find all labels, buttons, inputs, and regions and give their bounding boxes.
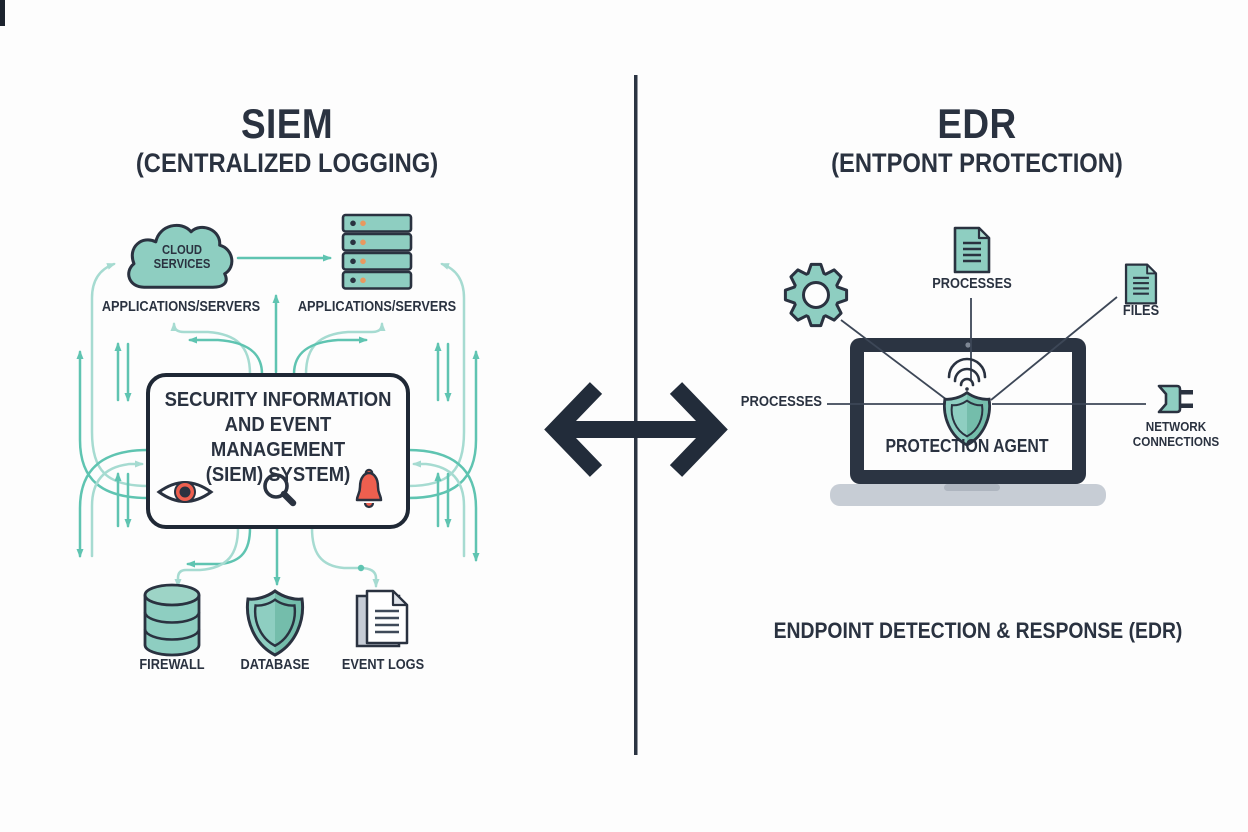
double-arrow-icon [544, 382, 728, 477]
document-icon [1124, 263, 1158, 305]
edr-title: EDR [937, 100, 1017, 147]
siem-box-line4: (SIEM) SYSTEM) [205, 463, 351, 486]
network-label-line1: NETWORK [1145, 419, 1207, 434]
edr-footer-text: ENDPOINT DETECTION & RESPONSE (EDR) [773, 618, 1183, 643]
siem-title: SIEM [240, 100, 334, 147]
document-icon [953, 226, 991, 274]
network-connections-label: NETWORK CONNECTIONS [1133, 419, 1219, 450]
gear-icon [783, 262, 849, 328]
plug-icon [1157, 384, 1193, 414]
siem-system-box [146, 373, 410, 529]
processes-left-label: PROCESSES [740, 394, 822, 410]
magnifier-icon [263, 473, 297, 507]
apps-servers-left-label: APPLICATIONS/SERVERS [101, 299, 261, 315]
siem-box-line2: AND EVENT [224, 413, 332, 436]
wifi-icon [947, 357, 987, 391]
eye-icon [156, 481, 214, 503]
cloud-label-line2: SERVICES [153, 257, 211, 272]
shield-icon [943, 390, 991, 447]
firewall-label: FIREWALL [139, 657, 205, 673]
bell-icon [355, 468, 383, 509]
cloud-label-line1: CLOUD [161, 243, 202, 257]
edr-subtitle: (ENTPONT PROTECTION) [831, 148, 1123, 178]
scan-artifact [0, 0, 5, 26]
siem-flow-arrows [76, 254, 480, 588]
edr-connector-lines [827, 296, 1146, 405]
files-label: FILES [1122, 303, 1160, 319]
database-label: DATABASE [240, 657, 310, 673]
cloud-icon [127, 223, 234, 289]
cloud-services-label: CLOUD SERVICES [154, 243, 211, 272]
event-logs-label: EVENT LOGS [341, 657, 425, 673]
siem-box-text: SECURITY INFORMATION AND EVENT MANAGEMEN… [165, 387, 392, 487]
siem-box-line1: SECURITY INFORMATION [164, 388, 392, 411]
webcam-dot [965, 342, 971, 348]
documents-icon [355, 589, 409, 648]
divider-line [634, 75, 638, 755]
server-rack-icon [341, 213, 413, 290]
network-label-line2: CONNECTIONS [1132, 434, 1220, 450]
database-cylinder-icon [143, 583, 201, 657]
processes-top-label: PROCESSES [932, 276, 1012, 292]
apps-servers-right-label: APPLICATIONS/SERVERS [297, 299, 457, 315]
shield-icon [245, 589, 305, 657]
protection-agent-label: PROTECTION AGENT [885, 436, 1049, 456]
laptop-base [830, 484, 1106, 506]
siem-subtitle: (CENTRALIZED LOGGING) [135, 148, 439, 178]
siem-box-line3: MANAGEMENT [210, 438, 346, 461]
